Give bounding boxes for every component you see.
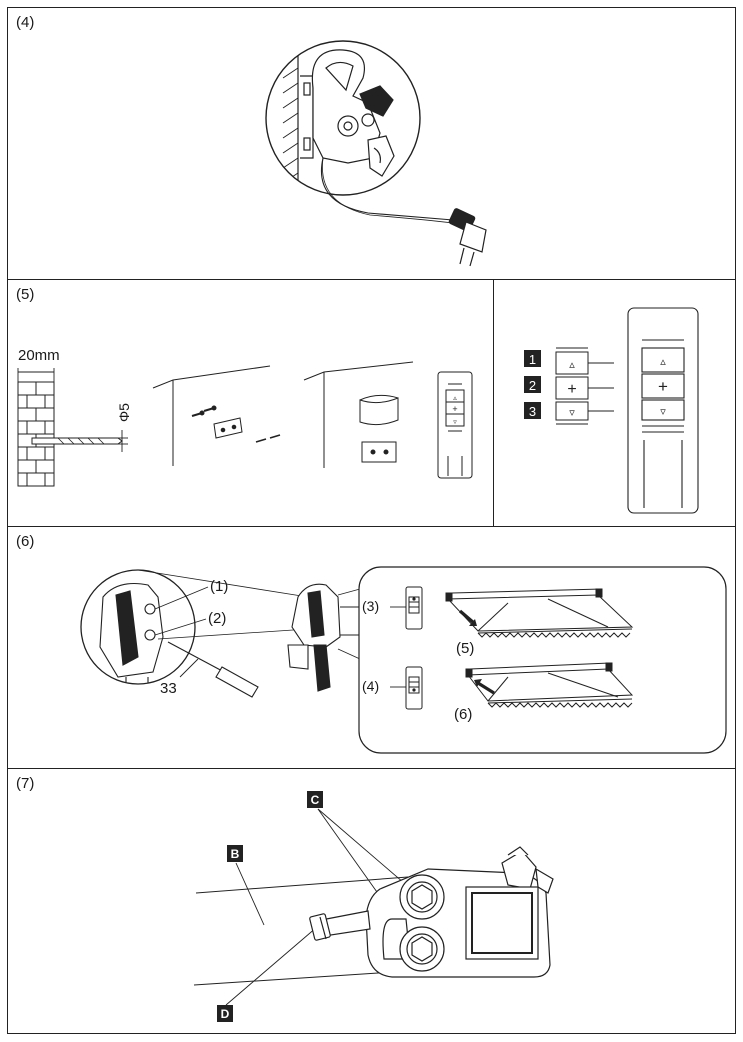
callout-4: (4) <box>362 678 379 694</box>
step-6-panel: (6) (1) (2) 33 <box>7 526 736 769</box>
callout-2: (2) <box>208 610 226 627</box>
screwdriver-tool <box>215 666 259 698</box>
letter-b: B <box>231 847 240 861</box>
remote-small-icon <box>437 371 473 479</box>
remote-large-down: ▿ <box>660 406 666 418</box>
legend-stop-symbol: + <box>567 381 576 398</box>
tool-number-label: 33 <box>160 680 177 697</box>
remote-icon-4 <box>405 666 423 710</box>
remote-large-icon <box>627 307 699 514</box>
legend-num-2: 2 <box>529 378 536 393</box>
legend-down-symbol: ▿ <box>569 407 575 419</box>
step-7-illustration: B C D <box>193 791 554 1022</box>
awning-retracted <box>465 662 634 708</box>
letter-c: C <box>311 793 320 807</box>
step-6-label: (6) <box>16 533 35 550</box>
legend-num-1: 1 <box>529 352 536 367</box>
step-7-label: (7) <box>16 775 35 792</box>
remote-large-up: ▵ <box>660 356 666 368</box>
letter-d: D <box>221 1007 230 1021</box>
step-5-panel: (5) 20mm Φ5 <box>7 279 494 527</box>
brick-wall <box>17 381 55 487</box>
step-4-panel: (4) <box>7 7 736 280</box>
mounting-bracket <box>309 846 554 978</box>
awning-extended <box>445 588 634 638</box>
mounting-plate <box>213 417 243 439</box>
legend-num-3: 3 <box>529 404 536 419</box>
remote-legend-illustration: 1 2 3 ▵ + ▿ ▵ + ▿ <box>524 307 699 514</box>
legend-up-symbol: ▵ <box>569 359 575 371</box>
remote-legend-panel: 1 2 3 ▵ + ▿ ▵ + ▿ <box>493 279 736 527</box>
operation-detail-box <box>358 566 727 754</box>
callout-3: (3) <box>362 598 379 614</box>
step-4-illustration <box>265 40 487 267</box>
depth-dimension-label: 20mm <box>18 347 60 364</box>
callout-1: (1) <box>210 578 228 595</box>
holder-plate <box>361 441 397 463</box>
step-5-illustration: 20mm Φ5 <box>17 347 473 487</box>
callout-5: (5) <box>456 640 474 657</box>
remote-small-down: ▿ <box>453 419 457 426</box>
drill-bit <box>31 437 123 445</box>
remote-small-stop: + <box>452 404 457 414</box>
callout-6: (6) <box>454 706 472 723</box>
motor-head-6 <box>287 583 360 692</box>
step-7-panel: (7) B C D <box>7 768 736 1034</box>
remote-holder <box>359 397 399 426</box>
step-6-illustration: (1) (2) 33 (3) <box>80 566 727 754</box>
step-5-label: (5) <box>16 286 35 303</box>
step-4-label: (4) <box>16 14 35 31</box>
remote-large-stop: + <box>658 377 668 396</box>
power-plug-icon <box>448 208 487 267</box>
diameter-dimension-label: Φ5 <box>116 403 132 422</box>
remote-small-up: ▵ <box>453 395 457 402</box>
remote-icon-3 <box>405 586 423 630</box>
